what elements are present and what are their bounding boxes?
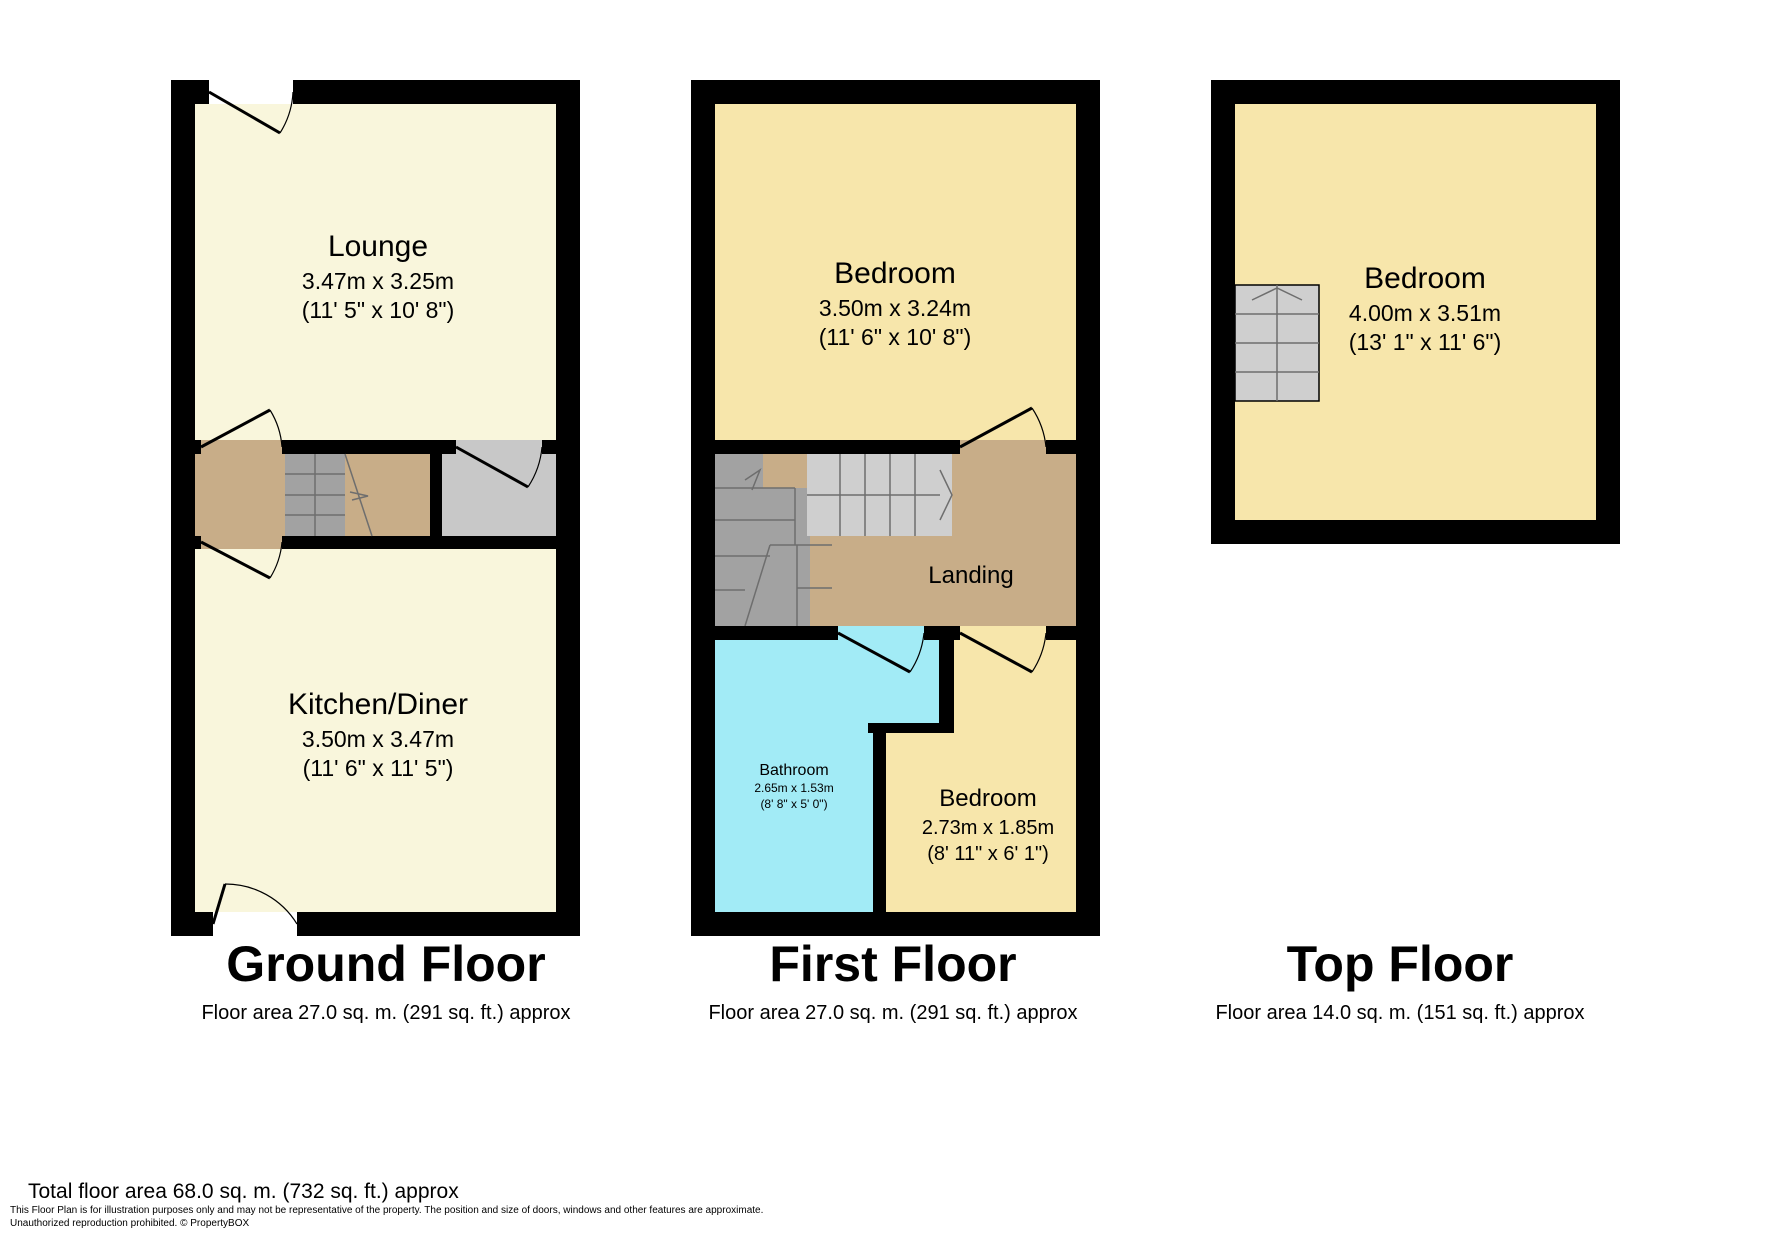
top-floor-title: Top Floor xyxy=(1287,936,1514,992)
first-bedroom-metric: 3.50m x 3.24m xyxy=(819,295,971,321)
small-bedroom-label: Bedroom 2.73m x 1.85m (8' 11" x 6' 1") xyxy=(922,785,1054,865)
lounge-room xyxy=(195,104,556,440)
first-bedroom-label: Bedroom 3.50m x 3.24m (11' 6" x 10' 8") xyxy=(819,257,972,350)
bathroom-bedroom-wall xyxy=(873,723,886,912)
small-bedroom-metric: 2.73m x 1.85m xyxy=(922,817,1054,839)
lounge-label: Lounge 3.47m x 3.25m (11' 5" x 10' 8") xyxy=(302,230,455,323)
ground-floor-area: Floor area 27.0 sq. m. (291 sq. ft.) app… xyxy=(201,1002,570,1024)
bathroom-imperial: (8' 8" x 5' 0") xyxy=(760,797,827,811)
top-bedroom-imperial: (13' 1" x 11' 6") xyxy=(1349,329,1502,355)
first-floor-title: First Floor xyxy=(769,936,1016,992)
first-small-bedroom-room xyxy=(886,733,1076,912)
back-door-gap xyxy=(213,912,297,936)
first-door-swings xyxy=(837,406,1047,674)
bathroom-metric: 2.65m x 1.53m xyxy=(754,781,833,795)
bathroom-door-gap xyxy=(838,626,924,640)
small-bedroom-name: Bedroom xyxy=(939,785,1036,812)
cupboard-room xyxy=(442,454,556,536)
bathroom-label: Bathroom 2.65m x 1.53m (8' 8" x 5' 0") xyxy=(754,762,833,811)
disclaimer-line-2: Unauthorized reproduction prohibited. © … xyxy=(10,1218,250,1229)
top-bedroom-metric: 4.00m x 3.51m xyxy=(1349,300,1501,326)
small-bedroom-imperial: (8' 11" x 6' 1") xyxy=(927,843,1049,865)
ground-floor-plan: Lounge 3.47m x 3.25m (11' 5" x 10' 8") K… xyxy=(171,80,580,936)
cupboard-door-gap xyxy=(456,440,542,454)
top-floor-plan: Bedroom 4.00m x 3.51m (13' 1" x 11' 6") xyxy=(1211,80,1620,544)
lounge-door-gap xyxy=(201,440,282,454)
small-bedroom-bath-wall xyxy=(939,640,954,733)
first-bedroom-room xyxy=(715,104,1076,440)
kitchen-imperial: (11' 6" x 11' 5") xyxy=(303,755,454,781)
ground-door-swings xyxy=(200,90,543,925)
first-winder-stairs xyxy=(715,488,810,626)
top-stairs-treads xyxy=(1235,285,1319,401)
lounge-imperial: (11' 5" x 10' 8") xyxy=(302,297,455,323)
top-bedroom-name: Bedroom xyxy=(1364,262,1486,295)
top-floor-area: Floor area 14.0 sq. m. (151 sq. ft.) app… xyxy=(1215,1002,1584,1024)
kitchen-diner-room xyxy=(195,549,556,912)
floor-titles: Ground Floor Floor area 27.0 sq. m. (291… xyxy=(201,936,1584,1024)
ground-stairs-treads xyxy=(285,453,373,537)
kitchen-label: Kitchen/Diner 3.50m x 3.47m (11' 6" x 11… xyxy=(288,688,468,781)
first-floor-plan: Bedroom 3.50m x 3.24m (11' 6" x 10' 8") … xyxy=(691,80,1100,936)
disclaimer: This Floor Plan is for illustration purp… xyxy=(10,1204,763,1230)
top-bedroom-label: Bedroom 4.00m x 3.51m (13' 1" x 11' 6") xyxy=(1349,262,1502,355)
landing-name: Landing xyxy=(928,562,1013,589)
ground-floor-title: Ground Floor xyxy=(226,936,545,992)
first-small-bedroom-top xyxy=(954,640,1076,733)
first-stairs-treads xyxy=(715,454,953,627)
bathroom-name: Bathroom xyxy=(759,762,828,779)
small-bedroom-door-gap xyxy=(960,626,1046,640)
first-bedroom-door-gap xyxy=(960,440,1046,454)
first-floor-area: Floor area 27.0 sq. m. (291 sq. ft.) app… xyxy=(708,1002,1077,1024)
bathroom-notch-fill xyxy=(868,640,939,723)
kitchen-name: Kitchen/Diner xyxy=(288,688,468,721)
lounge-name: Lounge xyxy=(328,230,428,263)
disclaimer-line-1: This Floor Plan is for illustration purp… xyxy=(10,1205,764,1216)
hallway-floor xyxy=(195,454,285,536)
first-bedroom-name: Bedroom xyxy=(834,257,956,290)
kitchen-metric: 3.50m x 3.47m xyxy=(302,726,454,752)
lounge-metric: 3.47m x 3.25m xyxy=(302,268,454,294)
first-bedroom-imperial: (11' 6" x 10' 8") xyxy=(819,324,972,350)
total-floor-area: Total floor area 68.0 sq. m. (732 sq. ft… xyxy=(28,1180,459,1203)
kitchen-door-gap xyxy=(201,536,282,549)
